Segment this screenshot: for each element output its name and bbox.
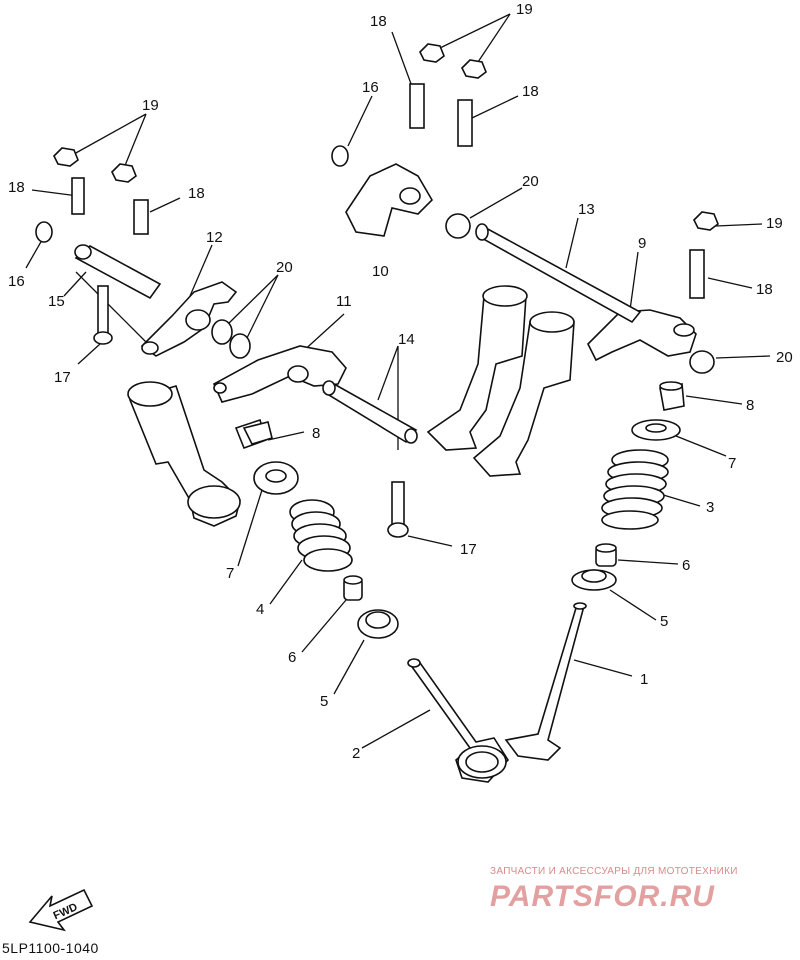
rocker-shaft-13 bbox=[475, 223, 642, 324]
callout-18-right: 18 bbox=[522, 83, 539, 100]
nut-19-d bbox=[461, 59, 487, 79]
rocker-shaft-14 bbox=[322, 380, 418, 444]
stud-18-c bbox=[409, 83, 425, 129]
washer-20-c bbox=[445, 213, 471, 239]
intake-valve bbox=[407, 658, 510, 783]
callout-7-right: 7 bbox=[728, 455, 736, 472]
callout-6-left: 6 bbox=[288, 649, 296, 666]
callout-20-right: 20 bbox=[776, 349, 793, 366]
rocker-arm-12 bbox=[140, 281, 238, 357]
washer-20-a bbox=[211, 319, 233, 345]
callout-11: 11 bbox=[336, 293, 352, 310]
callout-18-far-right: 18 bbox=[756, 281, 773, 298]
valve-spring-right bbox=[601, 449, 669, 530]
bolt-17-centre bbox=[387, 481, 409, 538]
nut-19-a bbox=[53, 147, 79, 167]
tappet-left bbox=[127, 381, 241, 527]
rocker-shaft-15 bbox=[74, 244, 162, 300]
nut-19-e bbox=[693, 211, 719, 231]
stud-18-e bbox=[689, 249, 705, 299]
stud-18-a bbox=[71, 177, 85, 215]
callout-10: 10 bbox=[372, 263, 389, 280]
rocker-holder-10 bbox=[345, 163, 434, 237]
o-ring-16-top bbox=[331, 145, 349, 167]
callout-20-left: 20 bbox=[276, 259, 293, 276]
callout-8-left: 8 bbox=[312, 425, 320, 442]
callout-1: 1 bbox=[640, 671, 648, 688]
nut-19-b bbox=[111, 163, 137, 183]
cotter-left bbox=[234, 418, 273, 450]
cotter-right bbox=[659, 381, 685, 411]
callout-3: 3 bbox=[706, 499, 714, 516]
callout-6-right: 6 bbox=[682, 557, 690, 574]
washer-20-d bbox=[689, 350, 715, 374]
stem-seal-right bbox=[595, 543, 617, 567]
callout-18-mid: 18 bbox=[188, 185, 205, 202]
callout-8-right: 8 bbox=[746, 397, 754, 414]
callout-5-right: 5 bbox=[660, 613, 668, 630]
callout-2: 2 bbox=[352, 745, 360, 762]
tappet-centre-a bbox=[426, 285, 528, 451]
stud-18-d bbox=[457, 99, 473, 147]
leader-lines bbox=[25, 13, 771, 749]
callout-5-left: 5 bbox=[320, 693, 328, 710]
callout-19-left: 19 bbox=[142, 97, 159, 114]
exhaust-valve bbox=[504, 602, 587, 761]
washer-20-b bbox=[229, 333, 251, 359]
watermark-tagline: ЗАПЧАСТИ И АКСЕССУАРЫ ДЛЯ МОТОТЕХНИКИ bbox=[490, 866, 738, 877]
callout-16-left: 16 bbox=[8, 273, 25, 290]
callout-13: 13 bbox=[578, 201, 595, 218]
callout-19-right: 19 bbox=[766, 215, 783, 232]
spring-seat-right bbox=[571, 569, 617, 591]
callout-18-left: 18 bbox=[8, 179, 25, 196]
callout-12: 12 bbox=[206, 229, 223, 246]
retainer-left bbox=[253, 461, 299, 495]
rocker-arm-9 bbox=[587, 309, 697, 362]
callout-7-left: 7 bbox=[226, 565, 234, 582]
callout-17-centre: 17 bbox=[460, 541, 477, 558]
tappet-centre-b bbox=[472, 311, 575, 477]
callout-19-top: 19 bbox=[516, 1, 533, 18]
valve-spring-left bbox=[289, 499, 353, 572]
callout-15: 15 bbox=[48, 293, 65, 310]
watermark-logo: PARTSFOR.RU bbox=[490, 880, 715, 913]
callout-18-top: 18 bbox=[370, 13, 387, 30]
stem-seal-left bbox=[343, 575, 363, 601]
retainer-right bbox=[631, 419, 681, 441]
callout-16-top: 16 bbox=[362, 79, 379, 96]
stud-18-b bbox=[133, 199, 149, 235]
callout-labels: 19 18 18 16 20 19 18 18 13 19 12 9 20 10… bbox=[8, 1, 793, 762]
fwd-arrow: FWD bbox=[28, 888, 94, 932]
callout-9: 9 bbox=[638, 235, 646, 252]
rocker-arm-11 bbox=[212, 345, 347, 403]
spring-seat-left bbox=[357, 609, 399, 639]
nut-19-c bbox=[419, 43, 445, 63]
o-ring-16-left bbox=[35, 221, 53, 243]
bolt-17-left bbox=[93, 285, 113, 345]
diagram-code: 5LP1100-1040 bbox=[2, 940, 99, 956]
callout-4: 4 bbox=[256, 601, 264, 618]
callout-20-top: 20 bbox=[522, 173, 539, 190]
callout-14: 14 bbox=[398, 331, 415, 348]
callout-17-left: 17 bbox=[54, 369, 71, 386]
